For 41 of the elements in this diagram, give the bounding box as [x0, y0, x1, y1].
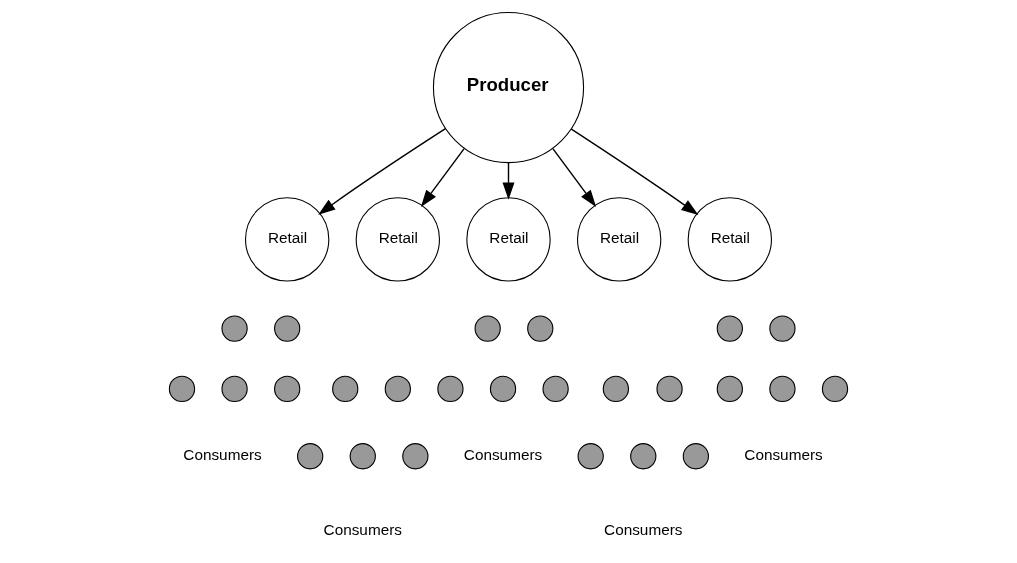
node-circle: Retail — [577, 197, 662, 282]
arrow — [570, 128, 699, 215]
node-circle — [769, 315, 796, 342]
label: Consumers — [604, 520, 683, 538]
node-circle — [297, 443, 324, 470]
label: Consumers — [323, 520, 402, 538]
arrow — [552, 147, 597, 208]
node-circle — [221, 375, 248, 403]
node-circle — [821, 375, 849, 403]
node-circle — [630, 443, 657, 470]
node-circle — [384, 375, 411, 403]
node-circle — [682, 443, 709, 470]
arrow — [420, 147, 465, 208]
node-circle: Retail — [355, 197, 441, 282]
node-circle: Retail — [245, 197, 330, 282]
node-circle — [437, 375, 464, 403]
node-circle — [602, 375, 630, 403]
node-circle — [349, 443, 376, 470]
node-circle — [716, 315, 743, 342]
node-circle — [656, 375, 683, 403]
arrow — [318, 128, 447, 215]
label: Consumers — [744, 446, 823, 464]
node-circle: Retail — [466, 197, 551, 282]
node-circle — [577, 443, 604, 470]
node-circle: Producer — [432, 11, 585, 164]
node-circle — [474, 315, 501, 342]
node-circle — [221, 315, 248, 342]
node-circle — [489, 375, 517, 403]
node-circle — [332, 375, 359, 403]
arrow — [502, 162, 515, 200]
label: Consumers — [183, 446, 262, 464]
node-circle — [274, 315, 301, 342]
node-circle — [769, 375, 796, 403]
node-circle — [402, 443, 429, 470]
node-circle: Retail — [687, 197, 772, 282]
node-circle — [542, 375, 569, 403]
node-circle — [527, 315, 554, 342]
node-circle — [168, 375, 196, 403]
label: Consumers — [463, 446, 543, 464]
node-circle — [716, 375, 743, 403]
node-circle — [274, 375, 301, 403]
